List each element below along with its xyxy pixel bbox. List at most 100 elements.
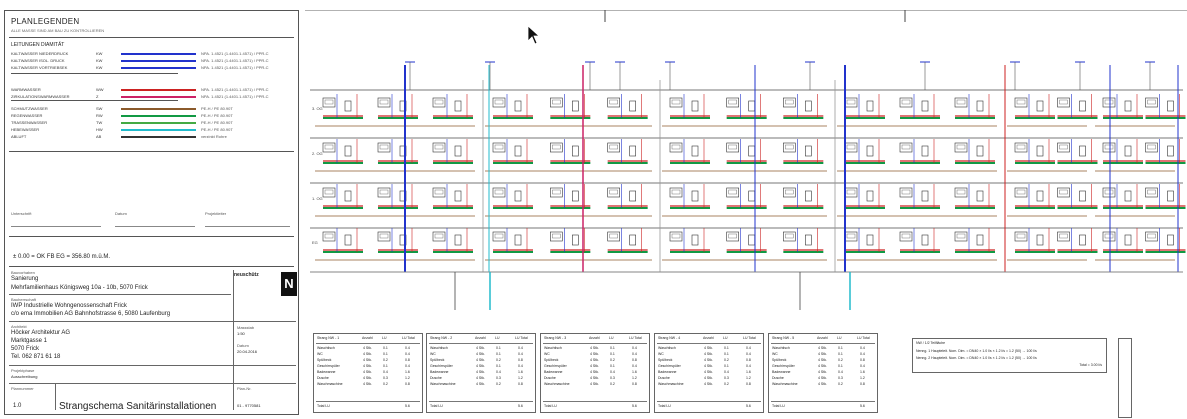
fixture-symbol: [956, 189, 966, 195]
legend-line-sample: [121, 89, 196, 91]
lu-table-cell: 0.1: [724, 364, 729, 368]
fixture-symbol: [454, 100, 462, 112]
fixture-symbol: [669, 97, 683, 108]
fixture-symbol: [494, 99, 504, 105]
fixture-symbol: [572, 145, 579, 157]
divider: [316, 401, 420, 402]
divider: [9, 37, 294, 38]
fixture-symbol: [671, 144, 681, 150]
fixture-symbol: [552, 99, 561, 105]
lu-table-cell: 0.1: [838, 346, 843, 350]
lu-table-cell: 0.4: [405, 346, 410, 350]
divider: [316, 343, 420, 344]
fixture-symbol: [1059, 99, 1068, 105]
fixture-symbol: [377, 231, 391, 242]
fixture-symbol: [1057, 142, 1070, 153]
phase-label: Projektphase: [11, 368, 35, 373]
fixture-symbol: [669, 231, 683, 242]
fixture-symbol: [434, 189, 444, 195]
fixture-symbol: [728, 233, 737, 239]
fixture-symbol: [805, 234, 812, 246]
lu-table-cell: 4 Stk.: [818, 358, 827, 362]
divider: [9, 321, 296, 322]
legend-pipe-name: TRASSENWASSER: [11, 120, 48, 125]
lu-table-cell: 5.6: [632, 404, 637, 408]
fixture-symbol: [609, 189, 618, 195]
fixture-symbol: [671, 233, 681, 239]
legend-pipe-spec: NPA. 1.4521 (1.4401.1.4571) / PPR-C: [201, 65, 269, 70]
fixture-symbol: [691, 190, 699, 202]
lu-table-cell: 0.1: [610, 346, 615, 350]
divider: [233, 270, 234, 410]
lu-table-cell: 0.4: [632, 364, 637, 368]
fixture-symbol: [726, 231, 739, 242]
lu-table-cell: Total LU: [317, 404, 330, 408]
lu-table-cell: 0.8: [405, 382, 410, 386]
fixture-symbol: [344, 145, 352, 157]
divider: [543, 343, 647, 344]
lu-table-cell: 0.1: [496, 346, 501, 350]
fixture-symbol: [514, 234, 522, 246]
lu-table-cell: Dusche: [317, 376, 329, 380]
lu-table-cell: 4 Stk.: [476, 382, 485, 386]
logo-text: neuschütz: [234, 272, 259, 278]
legend-pipe-spec: PE-H / PE 80.90T: [201, 120, 233, 125]
lu-table-cell: 0.2: [496, 382, 501, 386]
fixture-symbol: [1167, 190, 1174, 202]
fixture-symbol: [324, 144, 334, 150]
fixture-symbol: [322, 97, 336, 108]
legend-pipe-name: KALTWASSER NIEDERDRUCK: [11, 51, 69, 56]
fixture-symbol: [1167, 234, 1174, 246]
summary-title: NW / 1/2 Teilfläche: [916, 341, 946, 345]
fixture-symbol: [921, 145, 929, 157]
legend-section-title: LEITUNGEN DIAMITÄT: [11, 42, 65, 48]
lu-table-cell: 4 Stk.: [818, 382, 827, 386]
floor-label: 3. OG: [312, 106, 323, 111]
cursor-arrow-icon: [527, 25, 541, 45]
lu-table-header: LU Total: [743, 336, 756, 340]
fixture-symbol: [1145, 97, 1158, 108]
lu-table-cell: Waschmaschine: [430, 382, 456, 386]
lu-table-cell: 0.4: [746, 346, 751, 350]
fixture-symbol: [434, 233, 444, 239]
fixture-symbol: [728, 144, 737, 150]
fixture-symbol: [1016, 99, 1026, 105]
divider: [9, 294, 231, 295]
lu-table-cell: Geschirrspüler: [544, 364, 567, 368]
lu-table-cell: 0.3: [496, 376, 501, 380]
lu-table-header: LU: [837, 336, 842, 340]
plan-label: Plan-Nr.: [237, 386, 252, 391]
fixture-symbol: [783, 142, 796, 153]
lu-table-cell: 5.6: [746, 404, 751, 408]
fixture-symbol: [954, 231, 968, 242]
fixture-symbol: [1016, 233, 1026, 239]
fixture-symbol: [322, 142, 336, 153]
fixture-symbol: [1124, 234, 1132, 246]
fixture-symbol: [609, 144, 618, 150]
lu-table-cell: 4 Stk.: [818, 346, 827, 350]
fixture-symbol: [552, 144, 561, 150]
legend-pipe-code: KW: [96, 65, 103, 70]
fixture-symbol: [550, 187, 563, 198]
fixture-symbol: [1104, 144, 1114, 150]
lu-table-cell: 1.6: [405, 370, 410, 374]
lu-table-cell: 0.1: [383, 346, 388, 350]
